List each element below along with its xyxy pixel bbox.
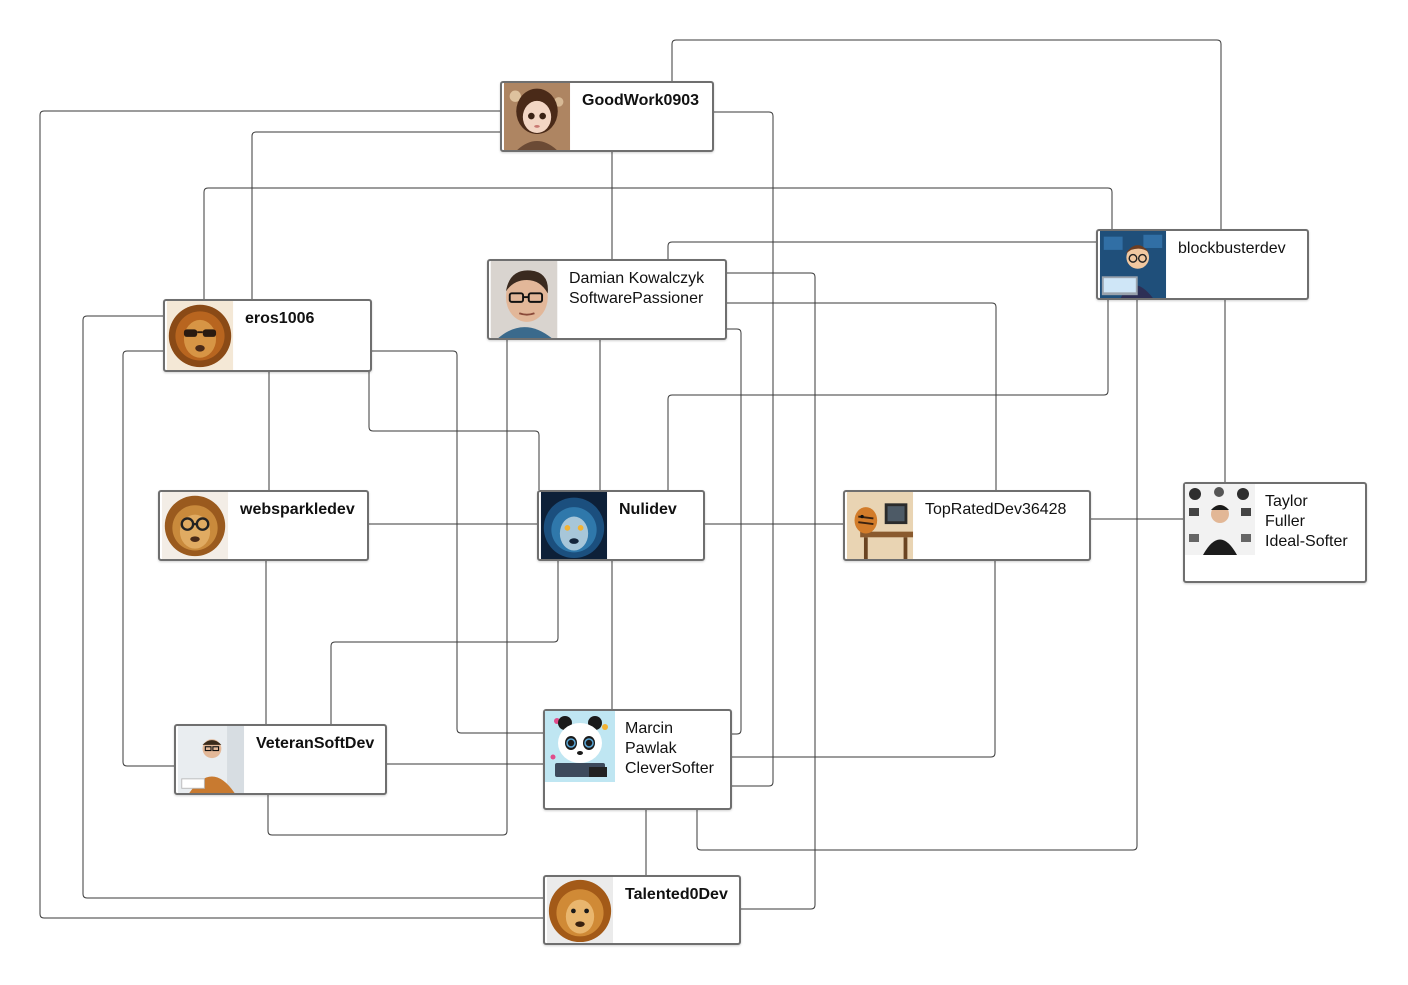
cartoon-developer-avatar: [1098, 231, 1168, 298]
connector: [82, 315, 543, 899]
connector: [732, 561, 996, 758]
connector: [667, 241, 1096, 259]
connector: [372, 350, 543, 734]
node-label: Damian Kowalczyk SoftwarePassioner: [569, 270, 705, 307]
node-label: VeteranSoftDev: [256, 735, 375, 752]
node-label: websparkledev: [240, 501, 355, 518]
node-label: Taylor Fuller Ideal-Softer: [1265, 493, 1348, 550]
node-websparkledev[interactable]: websparkledev: [158, 490, 369, 561]
node-label: GoodWork0903: [582, 92, 700, 109]
node-talented0dev[interactable]: Talented0Dev: [543, 875, 741, 945]
connector: [696, 300, 1138, 851]
man-tech-icons-avatar: [1185, 484, 1255, 555]
man-orange-sweater-avatar: [176, 726, 246, 793]
connector: [727, 272, 816, 910]
connector: [368, 372, 540, 490]
node-label: eros1006: [245, 310, 315, 327]
connector: [267, 340, 508, 836]
connector: [667, 300, 1109, 490]
panda-laptop-avatar: [545, 711, 615, 782]
node-eros1006[interactable]: eros1006: [163, 299, 372, 372]
connector: [251, 131, 500, 299]
man-glasses-avatar: [489, 261, 559, 338]
connector: [671, 39, 1222, 229]
connector: [727, 302, 997, 490]
node-nulidev[interactable]: Nulidev: [537, 490, 705, 561]
node-marcin-pawlak[interactable]: Marcin Pawlak CleverSofter: [543, 709, 732, 810]
node-damian-kowalczyk[interactable]: Damian Kowalczyk SoftwarePassioner: [487, 259, 727, 340]
connector: [714, 111, 774, 787]
connector: [39, 110, 543, 919]
blue-lion-avatar: [539, 492, 609, 559]
node-label: blockbusterdev: [1178, 240, 1286, 257]
node-goodwork0903[interactable]: GoodWork0903: [500, 81, 714, 152]
connector: [330, 561, 559, 724]
node-label: Talented0Dev: [625, 886, 728, 903]
node-veteransoftdev[interactable]: VeteranSoftDev: [174, 724, 387, 795]
node-toprateddev36428[interactable]: TopRatedDev36428: [843, 490, 1091, 561]
connector: [122, 350, 174, 767]
lion-mane-avatar: [545, 877, 615, 943]
node-label: Nulidev: [619, 501, 677, 518]
node-taylor-fuller[interactable]: Taylor Fuller Ideal-Softer: [1183, 482, 1367, 583]
connector: [203, 187, 1113, 299]
node-label: TopRatedDev36428: [925, 501, 1067, 518]
tiger-desk-avatar: [845, 492, 915, 559]
lion-glasses-avatar: [160, 492, 230, 559]
girl-portrait-avatar: [502, 83, 572, 150]
node-label: Marcin Pawlak CleverSofter: [625, 720, 714, 777]
lion-sunglasses-avatar: [165, 301, 235, 370]
connector: [727, 328, 742, 735]
node-blockbusterdev[interactable]: blockbusterdev: [1096, 229, 1309, 300]
